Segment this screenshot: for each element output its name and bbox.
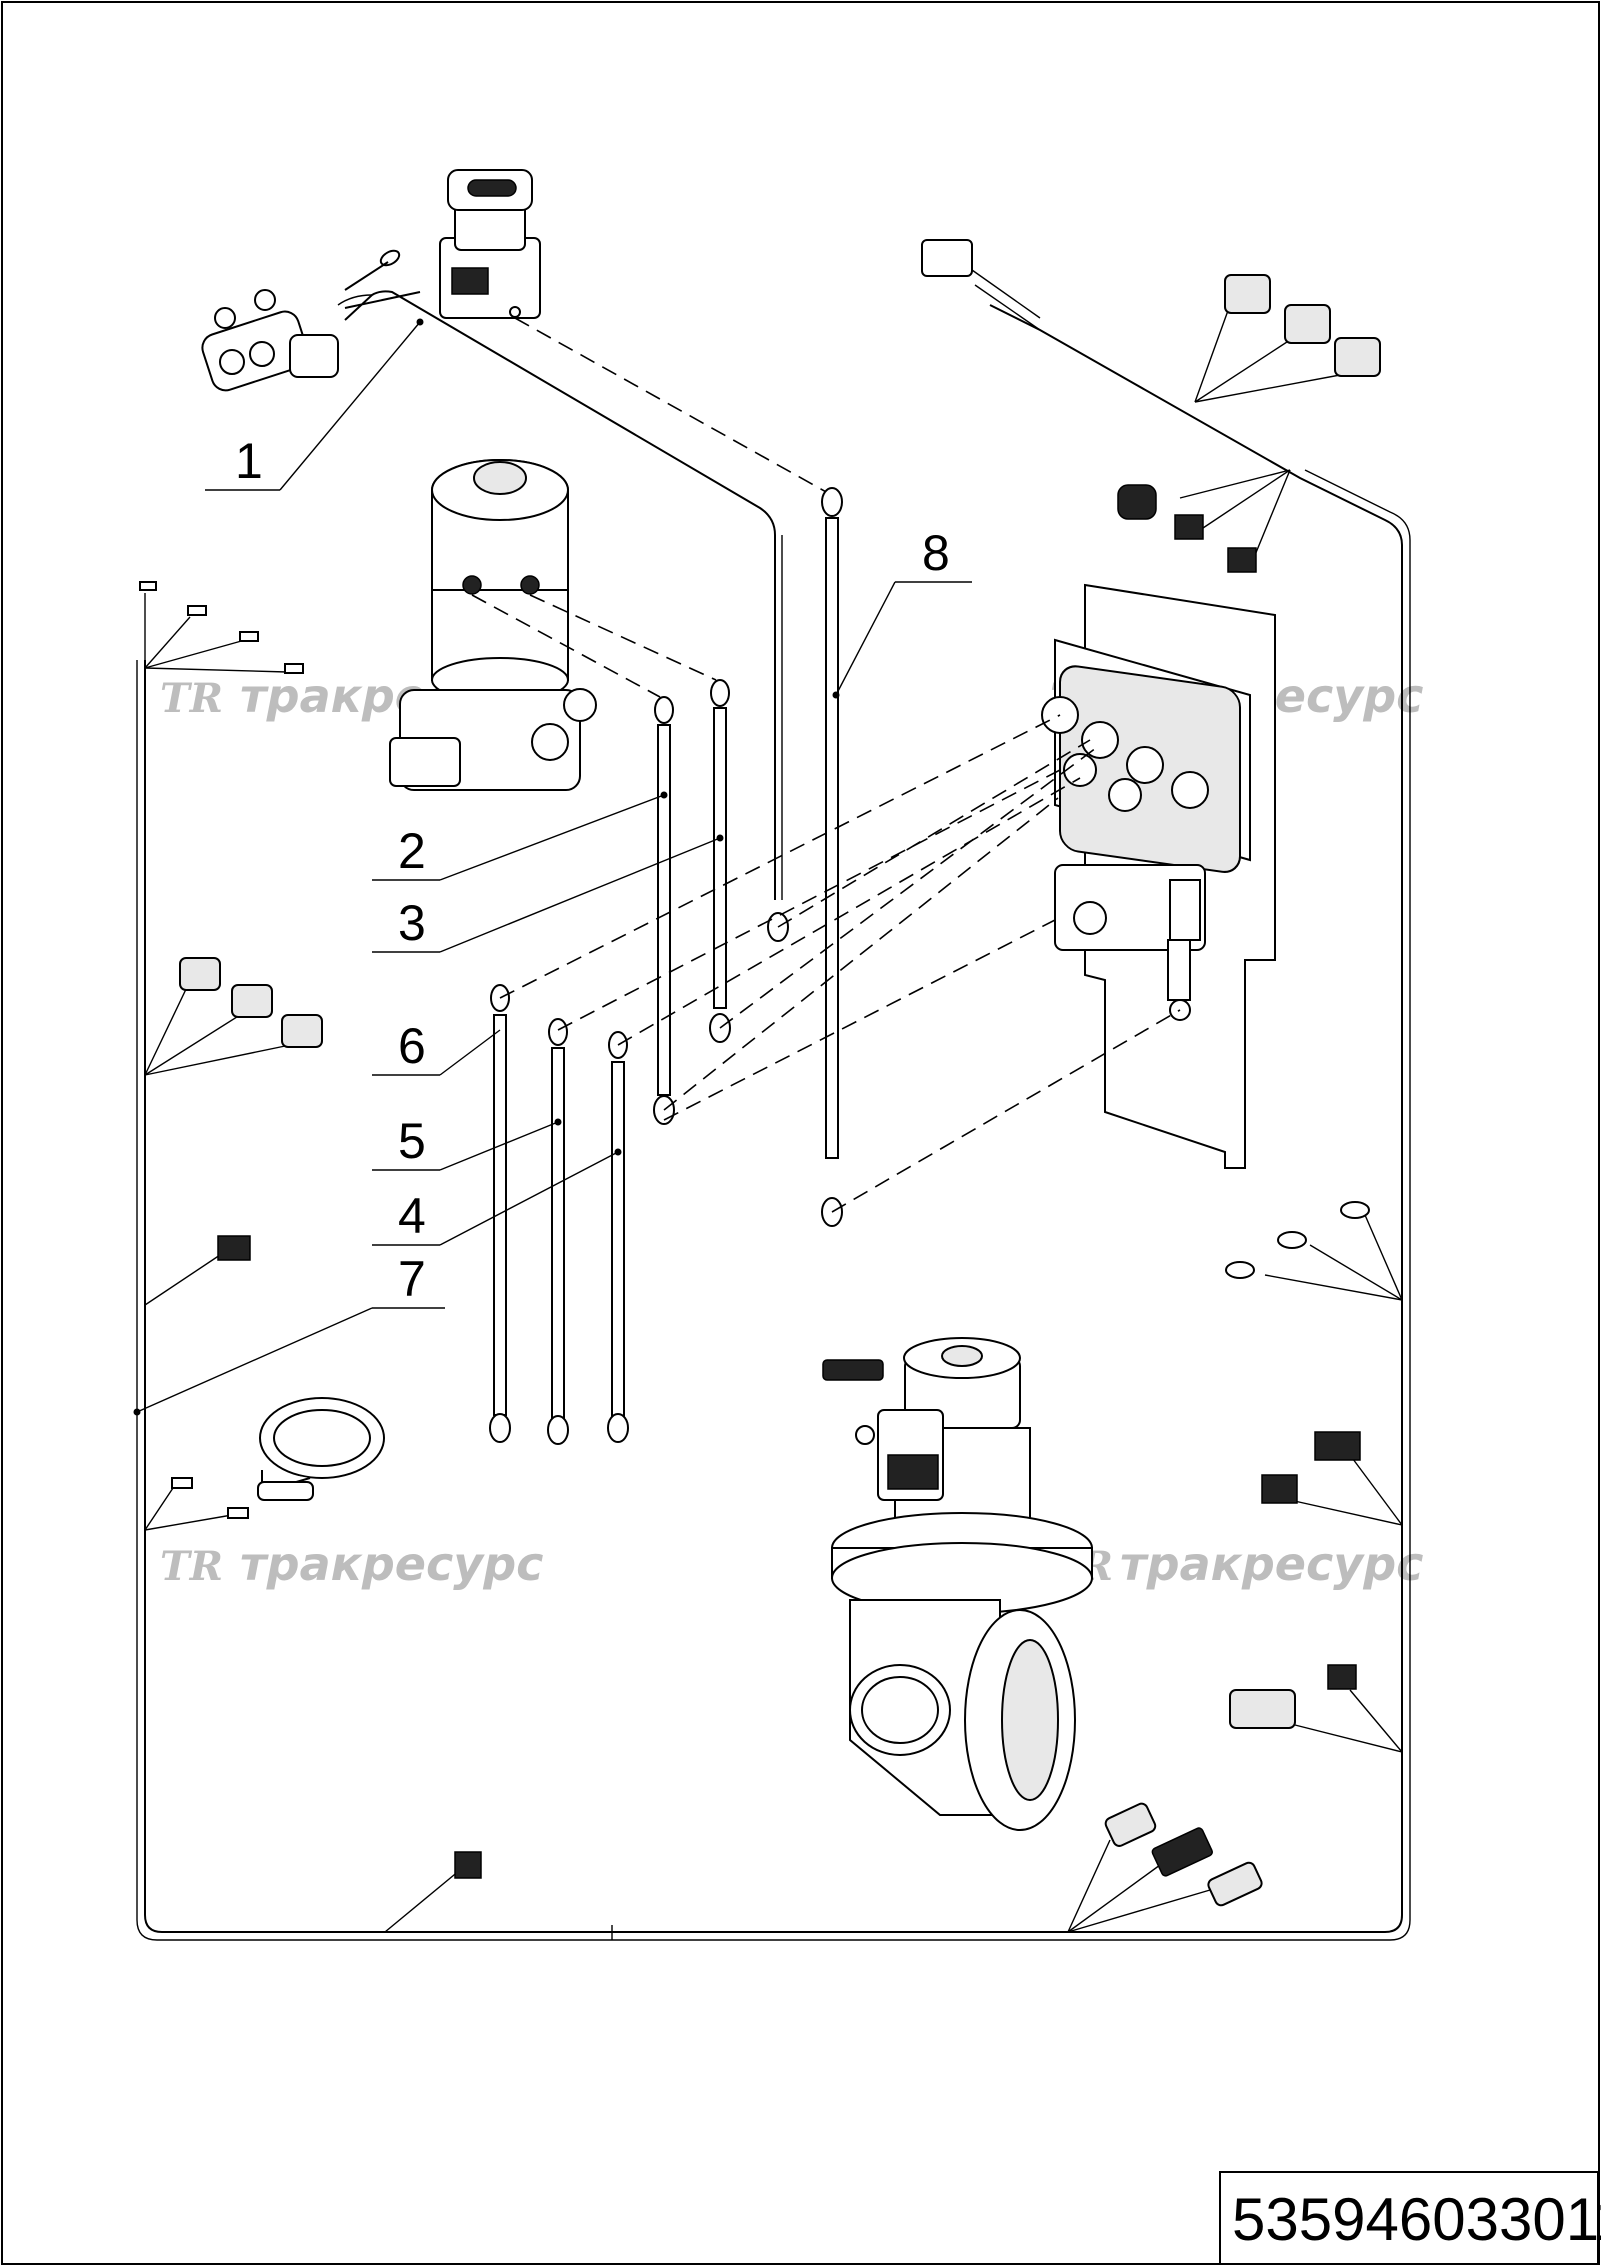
- ring-terminal-icon: [1225, 1261, 1255, 1279]
- motor-controller: [1041, 583, 1276, 1169]
- top-connector-harness: [921, 239, 1041, 319]
- callout-1: 1: [205, 318, 424, 491]
- cable-5: [547, 1018, 569, 1445]
- right-connector-branch-mid: [1261, 1431, 1403, 1526]
- connector-plug-icon: [1229, 1689, 1296, 1729]
- dashed-leader-switch: [514, 317, 829, 494]
- part-number: 535946033011: [1232, 2186, 1601, 2253]
- watermark-logo: TR: [160, 1543, 223, 1590]
- connector-plug-icon: [1261, 1474, 1298, 1504]
- left-connector-branch-mid: [144, 957, 323, 1076]
- callout-label: 4: [398, 1188, 426, 1244]
- connector-plug-icon: [217, 1235, 251, 1261]
- harness-branch-top: [974, 284, 1041, 331]
- cable-3: [709, 679, 731, 1043]
- disconnect-switch: [439, 169, 541, 319]
- cable-2: [653, 696, 675, 1125]
- top-right-connector-branch: [1194, 274, 1381, 403]
- connector-plug-icon: [231, 984, 273, 1018]
- connector-plug-icon: [1227, 547, 1257, 573]
- dashed-leaders-controller: [499, 714, 1181, 1213]
- horn: [257, 1397, 385, 1501]
- watermark-text: тракресурс: [240, 1537, 543, 1591]
- callout-label: 2: [398, 823, 426, 879]
- connector-plug-icon: [454, 1851, 482, 1879]
- ring-terminal-icon: [1277, 1231, 1307, 1249]
- ring-terminal-icon: [139, 581, 157, 591]
- watermark-logo: TR: [160, 675, 223, 722]
- right-connector-branch-low: [1229, 1664, 1403, 1753]
- pump-motor: [389, 459, 597, 791]
- left-terminal-branch-bottom: [144, 1477, 249, 1531]
- callout-4: 4: [372, 1148, 622, 1246]
- harness-1-lead: [344, 261, 389, 291]
- ring-terminal-icon: [284, 663, 304, 674]
- connector-plug-icon: [1327, 1664, 1357, 1690]
- connector-plug-icon: [1117, 484, 1157, 520]
- watermark-text: тракресурс: [1120, 1537, 1423, 1591]
- left-terminal-branch-top: [139, 581, 304, 674]
- right-upper-connector-branch: [1117, 469, 1291, 573]
- harness-1-cable: [344, 290, 776, 900]
- callout-label: 6: [398, 1018, 426, 1074]
- callout-label: 7: [398, 1251, 426, 1307]
- connector-plug-icon: [921, 239, 973, 277]
- callout-label: 8: [922, 525, 950, 581]
- connector-plug-icon: [1334, 337, 1381, 377]
- callout-label: 1: [235, 433, 263, 489]
- connector-plug-icon: [1314, 1431, 1361, 1461]
- connector-plug-icon: [281, 1014, 323, 1048]
- left-connector-branch-low: [144, 1235, 251, 1306]
- ring-terminal-icon: [227, 1507, 249, 1519]
- callout-5: 5: [372, 1113, 562, 1171]
- callout-8: 8: [832, 525, 972, 699]
- watermark-bottom-left: TR тракресурс: [160, 1537, 543, 1591]
- callout-6: 6: [372, 1018, 501, 1076]
- cable-6: [489, 984, 511, 1443]
- callout-7: 7: [133, 1251, 445, 1416]
- dashed-leader-motor-3: [529, 594, 717, 681]
- connector-plug-icon: [1151, 1827, 1213, 1877]
- connector-plug-icon: [1174, 514, 1204, 540]
- cable-8: [821, 487, 843, 1227]
- main-harness-loop-inner: [136, 469, 1411, 1941]
- ring-terminal-icon: [239, 631, 259, 642]
- cable-4: [607, 1031, 629, 1443]
- fuse-holder: [201, 289, 339, 392]
- ring-terminal-icon: [379, 249, 401, 267]
- bottom-connector-branch: [384, 1851, 613, 1940]
- connector-plug-icon: [1284, 304, 1331, 344]
- callout-label: 5: [398, 1113, 426, 1169]
- drive-motor-unit: [822, 1337, 1093, 1831]
- bottom-right-connector-branch: [1067, 1802, 1263, 1933]
- callout-2: 2: [372, 791, 668, 881]
- harness-1-cable-inner: [337, 294, 783, 900]
- part-number-box: 535946033011: [1219, 2171, 1601, 2265]
- callout-3: 3: [372, 834, 724, 953]
- connector-plug-icon: [1224, 274, 1271, 314]
- ring-terminal-icon: [187, 605, 207, 616]
- watermark-bottom-right: TR тракресурс: [1050, 1537, 1423, 1591]
- dashed-leader-motor-2: [471, 594, 661, 698]
- callout-label: 3: [398, 895, 426, 951]
- connector-plug-icon: [1207, 1861, 1263, 1907]
- ring-terminal-icon: [1340, 1201, 1370, 1219]
- main-harness-loop: [144, 304, 1403, 1933]
- connector-plug-icon: [179, 957, 221, 991]
- connector-plug-icon: [1104, 1802, 1157, 1847]
- ring-terminal-icon: [171, 1477, 193, 1489]
- right-terminal-branch: [1225, 1201, 1403, 1301]
